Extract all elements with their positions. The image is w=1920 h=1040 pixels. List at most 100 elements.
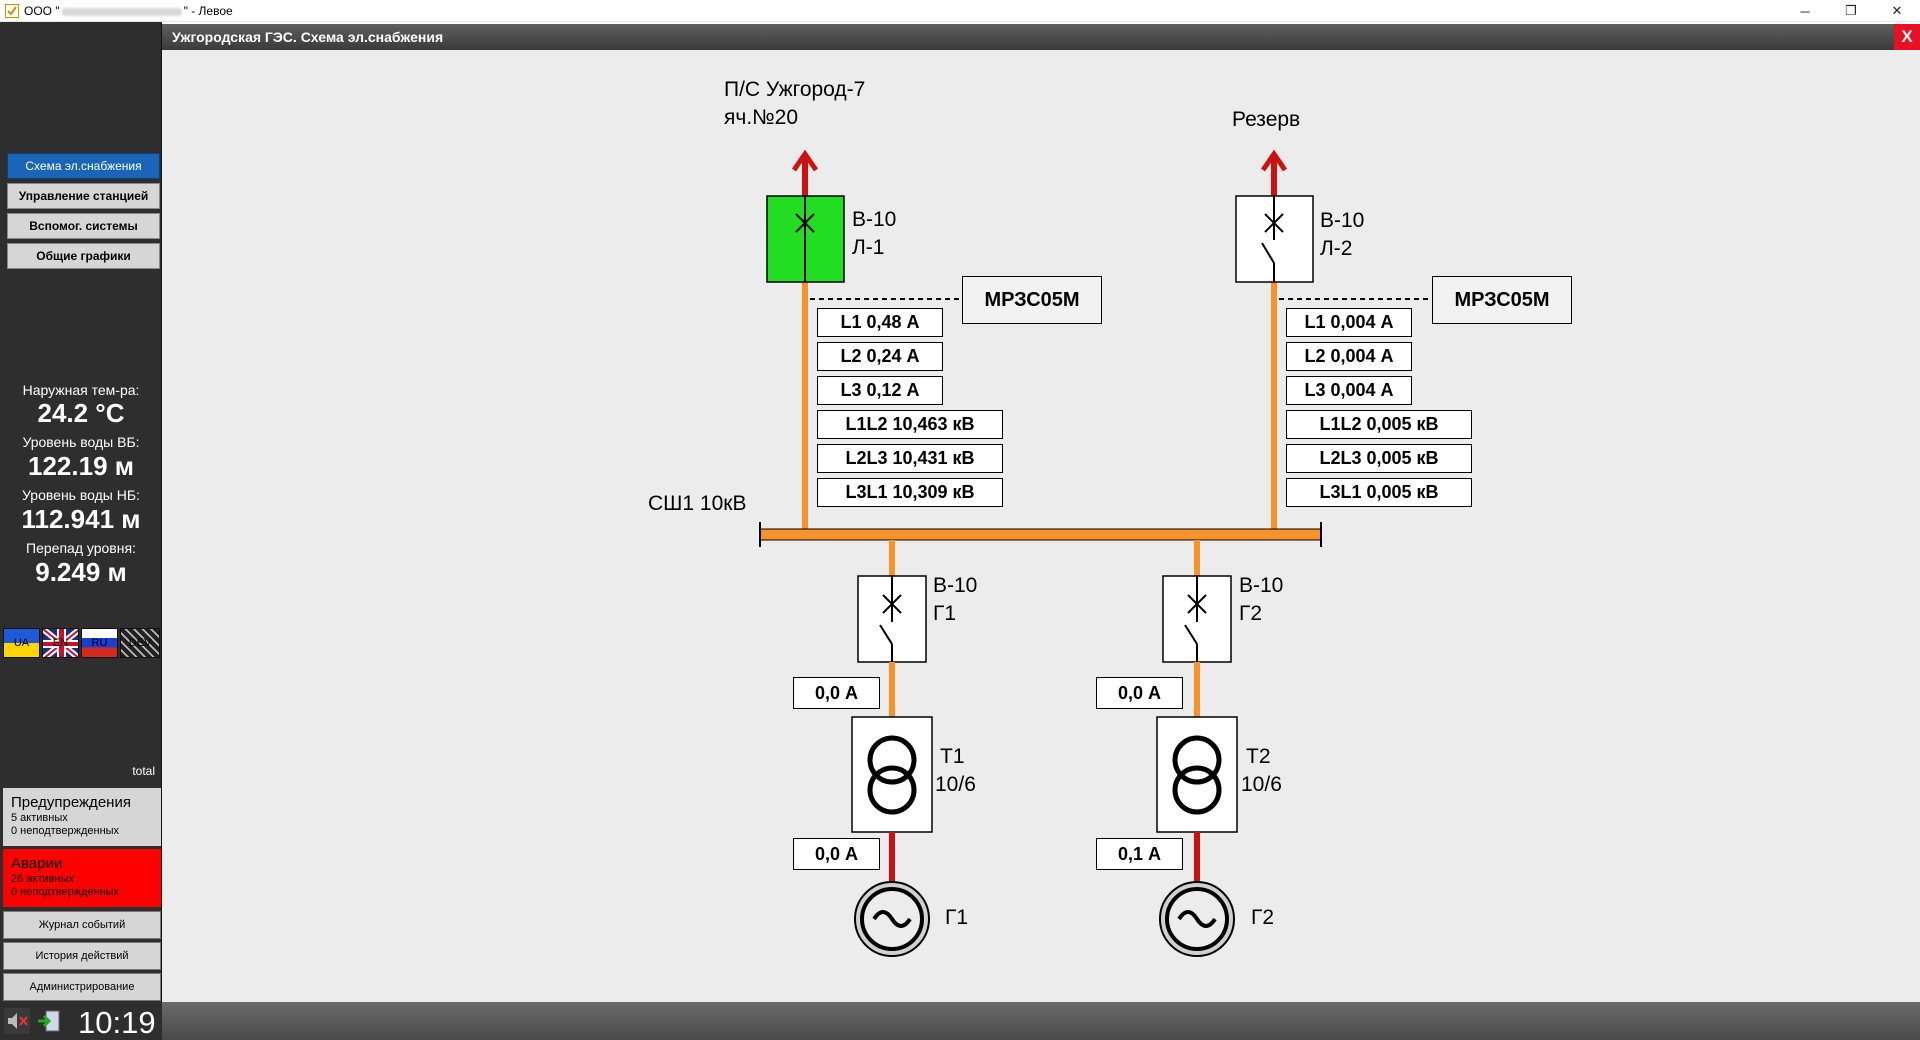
transformer1-label-line1: Т1 [940, 745, 965, 768]
current-g1-bottom: 0,0 А [793, 838, 880, 870]
meas-l2-voltage-l3l1: L3L1 0,005 кВ [1286, 478, 1472, 507]
nav-station-control[interactable]: Управление станцией [7, 183, 160, 209]
breaker-l1-cross-icon [795, 213, 815, 233]
breaker-g1-blade [879, 624, 893, 645]
generator2-label: Г2 [1251, 906, 1275, 929]
breaker-l2-cross-icon [1264, 213, 1284, 233]
transformer2-winding-top [1172, 735, 1222, 785]
panel-close-button[interactable]: X [1894, 24, 1920, 50]
alarms-unconfirmed: 0 неподтвержденных [11, 886, 120, 898]
transformer2-label-line2: 10/6 [1241, 773, 1282, 796]
transformer1-winding-top [867, 735, 917, 785]
feeder1-label-line1: П/С Ужгород-7 [724, 78, 866, 101]
generator1-sine-icon [872, 910, 912, 928]
level-diff-value: 9.249 м [35, 557, 127, 587]
warnings-active: 5 активных [11, 812, 68, 824]
logout-icon[interactable] [36, 1008, 62, 1034]
meas-l1-voltage-l2l3: L2L3 10,431 кВ [817, 444, 1003, 473]
minimize-button[interactable]: ─ [1800, 3, 1810, 19]
breaker-g2-cross-icon [1187, 594, 1207, 614]
transformer1-label-line2: 10/6 [935, 773, 976, 796]
clock: 10:19 [78, 1005, 156, 1040]
power-scheme-diagram [759, 149, 1432, 957]
transformer2-box[interactable] [1156, 716, 1238, 833]
warnings-title: Предупреждения [11, 794, 131, 811]
breaker-g2-label-line2: Г2 [1239, 602, 1263, 625]
feeder2-label: Резерв [1232, 108, 1301, 131]
window-title: ООО "" - Левое [24, 4, 233, 18]
breaker-l2-blade [1261, 242, 1275, 264]
transformer2-winding-bottom [1172, 765, 1222, 815]
meas-l1-current-l3: L3 0,12 А [817, 376, 943, 405]
nav-general-charts[interactable]: Общие графики [7, 243, 160, 269]
breaker-l2-label-line1: В-10 [1320, 209, 1365, 232]
transformer2-label-line1: Т2 [1246, 745, 1271, 768]
scheme-canvas: П/С Ужгород-7 яч.№20 Резерв В-10 Л-1 В-1… [162, 50, 1920, 1002]
window-close-button[interactable]: ✕ [1891, 3, 1903, 18]
restore-button[interactable]: ❐ [1845, 3, 1857, 18]
lang-ua-button[interactable]: UA [3, 628, 40, 658]
bus-bar [759, 528, 1322, 541]
transformer1-box[interactable] [851, 716, 933, 833]
lower-water-label: Уровень воды НБ: [22, 487, 140, 503]
administration-button[interactable]: Администрирование [3, 973, 161, 1001]
upper-water-value: 122.19 м [28, 451, 134, 481]
window-titlebar: ООО "" - Левое ─ ❐ ✕ [0, 0, 1920, 22]
panel-title: Ужгородская ГЭС. Схема эл.снабжения [172, 29, 444, 45]
bus-label: СШ1 10кВ [648, 492, 747, 515]
meas-l2-voltage-l2l3: L2L3 0,005 кВ [1286, 444, 1472, 473]
warnings-panel[interactable]: Предупреждения 5 активных 0 неподтвержде… [3, 788, 161, 846]
breaker-l1-label-line2: Л-1 [852, 236, 885, 259]
lang-dev-button[interactable]: DEV [120, 628, 160, 658]
relay1-box[interactable]: МРЗС05М [962, 276, 1102, 324]
alarms-active: 26 активных [11, 873, 74, 885]
alarms-panel[interactable]: Аварии 26 активных 0 неподтвержденных [3, 849, 161, 907]
meas-l1-voltage-l1l2: L1L2 10,463 кВ [817, 410, 1003, 439]
relay2-box[interactable]: МРЗС05М [1432, 276, 1572, 324]
clock-bar: 10:19 [0, 1002, 162, 1040]
generator1-label: Г1 [945, 906, 969, 929]
panel-header: Ужгородская ГЭС. Схема эл.снабжения X [162, 24, 1920, 50]
meas-l2-current-l1: L1 0,004 А [1286, 308, 1412, 337]
current-g2-bottom: 0,1 А [1096, 838, 1183, 870]
meas-l1-current-l1: L1 0,48 А [817, 308, 943, 337]
total-label: total [132, 764, 155, 778]
breaker-g2-blade [1184, 624, 1198, 645]
feeder1-label-line2: яч.№20 [724, 106, 799, 129]
current-g2-top: 0,0 А [1096, 677, 1183, 709]
current-g1-top: 0,0 А [793, 677, 880, 709]
upper-water-label: Уровень воды ВБ: [22, 434, 140, 450]
breaker-g2-label-line1: В-10 [1239, 574, 1284, 597]
meas-l2-current-l3: L3 0,004 А [1286, 376, 1412, 405]
meas-l1-current-l2: L2 0,24 А [817, 342, 943, 371]
lang-en-button[interactable]: EN [42, 628, 79, 658]
breaker-l1-label-line1: В-10 [852, 208, 897, 231]
breaker-g1-label-line2: Г1 [933, 602, 957, 625]
meas-l1-voltage-l3l1: L3L1 10,309 кВ [817, 478, 1003, 507]
outdoor-temp-label: Наружная тем-ра: [22, 382, 140, 398]
lang-ru-button[interactable]: RU [81, 628, 118, 658]
breaker-g1-label-line1: В-10 [933, 574, 978, 597]
event-log-button[interactable]: Журнал событий [3, 911, 161, 939]
redacted-name [61, 7, 182, 16]
generator2-sine-icon [1177, 910, 1217, 928]
breaker-l2-label-line2: Л-2 [1320, 237, 1353, 260]
outdoor-temp-value: 24.2 °C [37, 398, 125, 428]
action-history-button[interactable]: История действий [3, 942, 161, 970]
breaker-g1-cross-icon [882, 594, 902, 614]
feeder2-arrow-icon [1260, 149, 1288, 172]
mute-icon[interactable] [4, 1008, 30, 1034]
sidebar: Схема эл.снабжения Управление станцией В… [0, 22, 162, 1002]
app-icon [5, 4, 19, 18]
feeder1-arrow-icon [791, 149, 819, 172]
lower-water-value: 112.941 м [21, 504, 141, 534]
level-diff-label: Перепад уровня: [26, 540, 136, 556]
warnings-unconfirmed: 0 неподтвержденных [11, 825, 120, 837]
bottom-bar [162, 1002, 1920, 1040]
uk-flag-icon [43, 629, 78, 657]
alarms-title: Аварии [11, 855, 63, 872]
nav-aux-systems[interactable]: Вспомог. системы [7, 213, 160, 239]
nav-power-scheme[interactable]: Схема эл.снабжения [7, 153, 160, 179]
meas-l2-voltage-l1l2: L1L2 0,005 кВ [1286, 410, 1472, 439]
transformer1-winding-bottom [867, 765, 917, 815]
